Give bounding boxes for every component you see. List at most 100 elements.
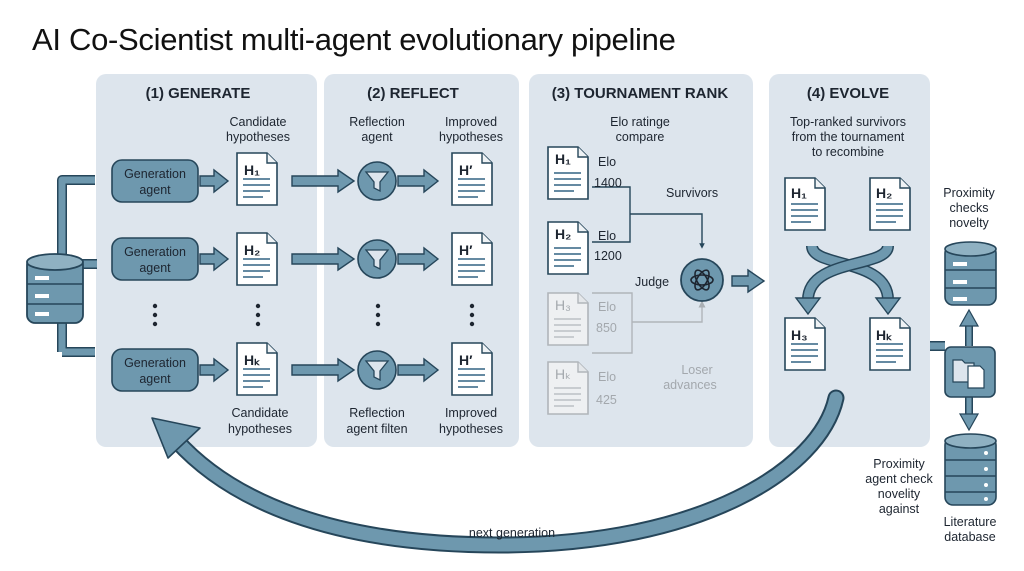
- reflection-funnel-icon: [357, 350, 397, 390]
- generate-top-label-2: hypotheses: [226, 130, 290, 144]
- doc-label: H₁: [791, 185, 807, 201]
- candidate-doc-h2: H₂: [236, 232, 278, 286]
- proximity-bottom-label-1: Proximity: [873, 457, 925, 471]
- entry-name: H₃: [555, 297, 571, 313]
- proximity-bottom-label-2: agent check: [865, 472, 933, 486]
- elo-value: 1200: [594, 249, 622, 263]
- reflect-bottom-right-1: Improved: [445, 406, 497, 420]
- evolve-doc-h2: H₂: [869, 177, 911, 231]
- generation-agent-row-3: Generation agent: [111, 348, 199, 392]
- hypothesis-database-icon: [26, 175, 97, 357]
- tournament-entry-hk: Hₖ Elo 425: [547, 361, 617, 415]
- header-reflect: (2) REFLECT: [367, 85, 459, 102]
- entry-name: H₂: [555, 226, 571, 242]
- doc-label: Hₖ: [876, 327, 892, 343]
- recombine-arrows: [794, 244, 902, 316]
- header-evolve: (4) EVOLVE: [807, 85, 889, 102]
- doc-label: H′: [459, 162, 473, 178]
- arrow-to-evolve: [731, 268, 766, 294]
- improved-label-1: Improved: [445, 115, 497, 129]
- header-generate: (1) GENERATE: [146, 85, 251, 102]
- reflection-funnel-icon: [357, 239, 397, 279]
- literature-label-2: database: [944, 530, 995, 544]
- arrows-agent-to-doc: [199, 168, 230, 383]
- generate-bottom-label-1: Candidate: [232, 406, 289, 420]
- elo-label: Elo: [598, 229, 616, 243]
- entry-name: H₁: [555, 151, 571, 167]
- generate-top-label-1: Candidate: [230, 115, 287, 129]
- proximity-top-label-3: novelty: [949, 216, 989, 230]
- tournament-entry-h3: H₃ Elo 850: [547, 292, 617, 346]
- doc-label: H₃: [791, 327, 808, 343]
- generation-agent-label: agent: [139, 372, 171, 386]
- generation-agent-label: Generation: [124, 167, 186, 181]
- elo-label: Elo: [598, 300, 616, 314]
- generation-agent-row-1: Generation agent: [111, 159, 199, 203]
- proximity-bottom-label-3: novelity: [878, 487, 921, 501]
- evolve-doc-h1: H₁: [784, 177, 826, 231]
- proximity-top-label-2: checks: [950, 201, 989, 215]
- reflect-agent-label-2: agent: [361, 130, 393, 144]
- next-generation-loop-arrow: [151, 389, 845, 554]
- ellipsis-dots: [152, 303, 475, 327]
- doc-label: Hₖ: [244, 352, 260, 368]
- survivors-label: Survivors: [666, 186, 718, 200]
- literature-database-icon: [944, 433, 997, 506]
- loser-label-1: Loser: [681, 363, 712, 377]
- tournament-entry-h2: H₂ Elo 1200: [547, 221, 622, 275]
- header-tournament: (3) TOURNAMENT RANK: [552, 85, 729, 102]
- doc-label: H′: [459, 242, 473, 258]
- evolve-subtitle-2: from the tournament: [792, 130, 905, 144]
- doc-label: H₂: [244, 242, 260, 258]
- proximity-top-label-1: Proximity: [943, 186, 995, 200]
- elo-value: 425: [596, 393, 617, 407]
- doc-label: H′: [459, 352, 473, 368]
- generate-bottom-label-2: hypotheses: [228, 422, 292, 436]
- elo-value: 1400: [594, 176, 622, 190]
- entry-name: Hₖ: [555, 366, 571, 382]
- generation-agent-label: Generation: [124, 245, 186, 259]
- tournament-subtitle-1: Elo ratinge: [610, 115, 670, 129]
- proximity-database-icon: [944, 241, 997, 306]
- generation-agent-box: [111, 348, 199, 392]
- judge-ai-icon: [680, 258, 724, 302]
- improved-label-2: hypotheses: [439, 130, 503, 144]
- reflect-bottom-left-1: Reflection: [349, 406, 405, 420]
- tournament-subtitle-2: compare: [616, 130, 665, 144]
- next-generation-label: next generation: [469, 526, 555, 540]
- evolve-doc-h3: H₃: [784, 317, 826, 371]
- generation-agent-box: [111, 159, 199, 203]
- proximity-agent-icon: [944, 346, 996, 398]
- generation-agent-label: agent: [139, 183, 171, 197]
- doc-label: H₂: [876, 185, 892, 201]
- generation-agent-label: agent: [139, 261, 171, 275]
- proximity-bottom-label-4: against: [879, 502, 920, 516]
- literature-label-1: Literature: [944, 515, 997, 529]
- proximity-connectors: [930, 308, 980, 432]
- doc-label: H₁: [244, 162, 260, 178]
- improved-doc: H′: [451, 342, 493, 396]
- arrows-funnel-to-improved: [397, 168, 440, 383]
- elo-label: Elo: [598, 155, 616, 169]
- elo-value: 850: [596, 321, 617, 335]
- page-title: AI Co-Scientist multi-agent evolutionary…: [32, 22, 676, 57]
- tournament-bracket: [592, 186, 706, 354]
- loser-label-2: advances: [663, 378, 717, 392]
- evolve-subtitle-3: to recombine: [812, 145, 884, 159]
- arrows-generate-to-reflect: [291, 168, 356, 383]
- reflect-bottom-right-2: hypotheses: [439, 422, 503, 436]
- judge-label: Judge: [635, 275, 669, 289]
- reflect-bottom-left-2: agent filten: [346, 422, 407, 436]
- reflection-funnel-icon: [357, 161, 397, 201]
- candidate-doc-h1: H₁: [236, 152, 278, 206]
- elo-label: Elo: [598, 370, 616, 384]
- evolve-doc-hk: Hₖ: [869, 317, 911, 371]
- evolve-subtitle-1: Top-ranked survivors: [790, 115, 906, 129]
- improved-doc: H′: [451, 152, 493, 206]
- generation-agent-row-2: Generation agent: [111, 237, 199, 281]
- candidate-doc-hk: Hₖ: [236, 342, 278, 396]
- generation-agent-box: [111, 237, 199, 281]
- improved-doc: H′: [451, 232, 493, 286]
